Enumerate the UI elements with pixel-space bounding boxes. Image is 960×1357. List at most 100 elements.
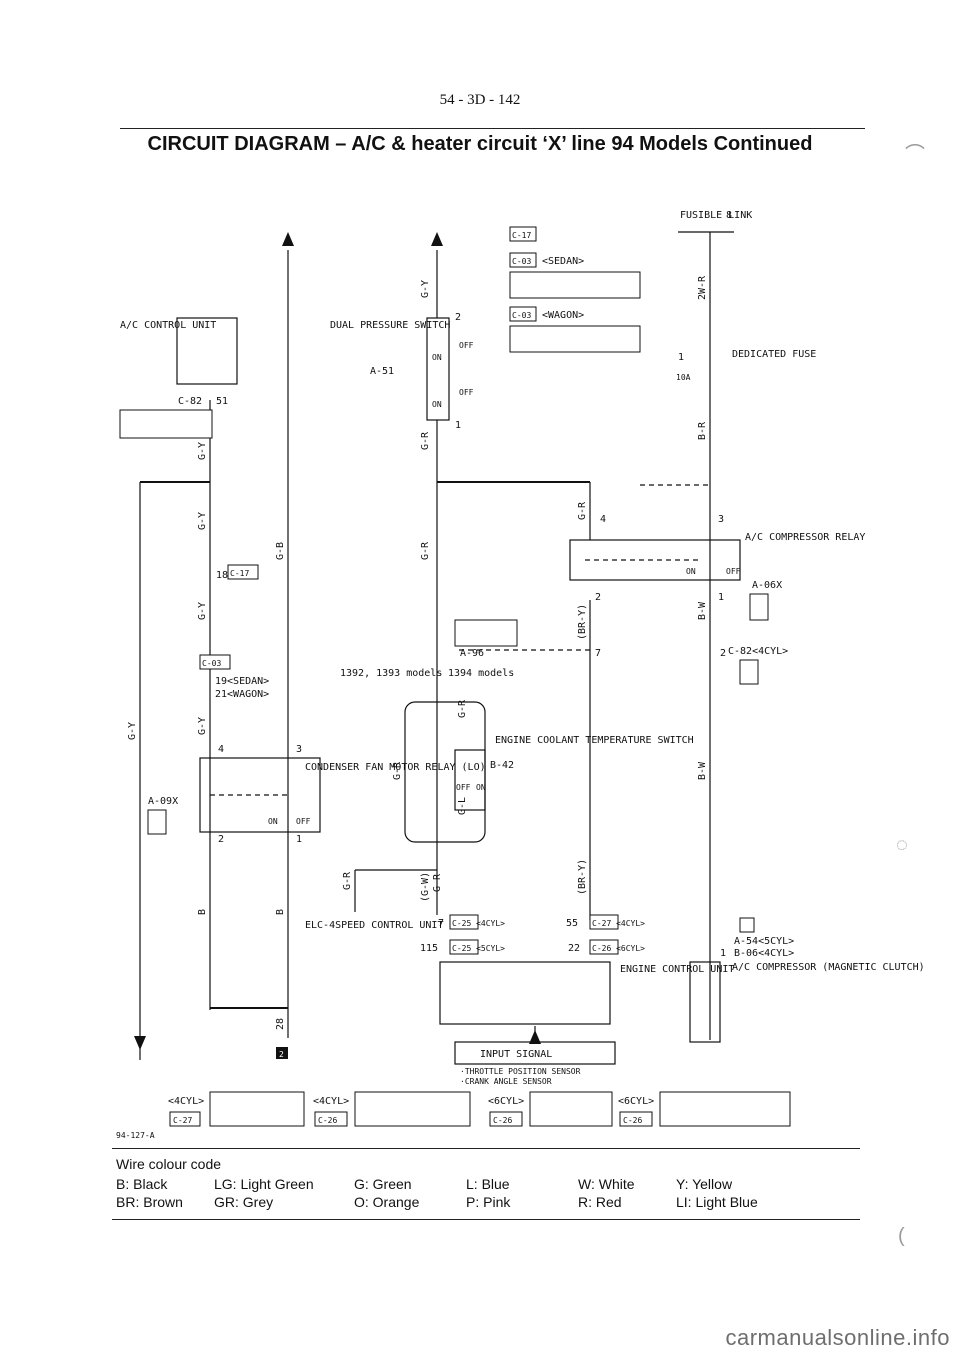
connector-c17-top-label: C-17: [512, 231, 531, 240]
ground-symbol: [276, 1047, 288, 1059]
pin-1-condenser: 1: [296, 834, 302, 845]
bottom-connector-1-variant: <4CYL>: [168, 1096, 204, 1107]
connector-c17-mid-label: C-17: [230, 569, 249, 578]
header-rule: [120, 128, 865, 129]
models-1394-label: 1394 models: [448, 668, 514, 679]
model-split-box: [404, 701, 486, 843]
wire-label-bw-1: B-W: [697, 601, 708, 620]
bottom-connector-3-name: C-26: [493, 1116, 512, 1125]
pin-3-relay: 3: [718, 514, 724, 525]
connector-a54: [739, 917, 755, 933]
dedicated-fuse-label: DEDICATED FUSE: [732, 349, 816, 360]
wire-label-gr-5: G-R: [457, 699, 468, 718]
pin-4-condenser: 4: [218, 744, 224, 755]
connector-c82-4cyl-label: C-82<4CYL>: [728, 646, 788, 657]
wire-label-gy-1: G-Y: [197, 442, 208, 460]
bottom-connector-4-variant: <6CYL>: [618, 1096, 654, 1107]
connector-c82-pins: [119, 409, 213, 439]
compressor-clutch-box: [689, 961, 721, 1043]
ac-compressor-clutch-label: A/C COMPRESSOR (MAGNETIC CLUTCH): [732, 962, 925, 973]
pin-4-relay: 4: [600, 514, 606, 525]
connector-c03-wagon-label: C-03: [512, 311, 531, 320]
wire-label-gy-left: G-Y: [127, 722, 138, 740]
bottom-connector-3-variant: <6CYL>: [488, 1096, 524, 1107]
coolant-off: OFF: [456, 783, 471, 792]
wire-label-b-2: B: [275, 909, 286, 915]
models-1392-label: 1392, 1393 models: [340, 668, 442, 679]
legend-entry: GR: Grey: [214, 1194, 274, 1210]
wire-label-b-1: B: [197, 909, 208, 915]
wire-label-bry-1: (BR-Y): [577, 604, 588, 640]
bottom-connector-3-pins: [529, 1091, 613, 1127]
legend-entry: LG: Light Green: [214, 1176, 314, 1192]
switch-off-2: OFF: [459, 388, 474, 397]
connector-c26-6cyl: [589, 939, 619, 955]
ac-compressor-relay-box: [569, 539, 741, 581]
connector-sedan-pin: 19<SEDAN>: [215, 676, 269, 687]
arrow-left-bus: [134, 1036, 146, 1050]
connector-b06-label: B-06<4CYL>: [734, 948, 794, 959]
condenser-off: OFF: [296, 817, 311, 826]
switch-off-1: OFF: [459, 341, 474, 350]
pin-18: 18: [216, 570, 228, 581]
connector-a06x-label: A-06X: [752, 580, 782, 591]
relay-on: ON: [686, 567, 696, 576]
watermark: carmanualsonline.info: [725, 1325, 950, 1350]
bottom-connector-2-variant: <4CYL>: [313, 1096, 349, 1107]
wire-label-gr-2: G-R: [420, 541, 431, 560]
legend-entry: O: Orange: [354, 1194, 420, 1210]
relay-off: OFF: [726, 567, 741, 576]
elc-control-unit-label: ELC-4SPEED CONTROL UNIT: [305, 920, 443, 931]
legend-rule-bottom: [112, 1219, 860, 1220]
legend-entry: W: White: [578, 1176, 635, 1192]
arrow-center: [431, 232, 443, 246]
pin-22-ecu: 22: [568, 943, 580, 954]
connector-c03-mid: [199, 654, 231, 670]
drawing-code: 94-127-A: [116, 1131, 155, 1140]
wire-label-gy-4: G-Y: [197, 717, 208, 735]
bottom-connector-1-name: C-27: [173, 1116, 192, 1125]
connector-c03-sedan-variant: <SEDAN>: [542, 256, 584, 267]
condenser-fan-relay-box: [199, 757, 321, 833]
bottom-connector-2-label-box: [314, 1111, 348, 1127]
arrow-input-signal: [529, 1030, 541, 1044]
pin-2-condenser: 2: [218, 834, 224, 845]
fusible-link-label: FUSIBLE LINK: [680, 210, 752, 221]
wire-label-gb: G-B: [275, 542, 286, 560]
bottom-connector-2-name: C-26: [318, 1116, 337, 1125]
bottom-connector-1-pins: [209, 1091, 305, 1127]
ac-control-unit-box: [176, 317, 238, 385]
coolant-on: ON: [476, 783, 486, 792]
connector-a96-pins: [454, 619, 518, 647]
connector-a09x: [147, 809, 167, 835]
switch-on-2: ON: [432, 400, 442, 409]
dual-pressure-switch-box: [426, 317, 450, 421]
fuse-rating: 10A: [676, 373, 691, 382]
bottom-connector-4-pins: [659, 1091, 791, 1127]
pin-2-dual: 2: [455, 312, 461, 323]
connector-c03-mid-label: C-03: [202, 659, 221, 668]
legend-rule-top: [112, 1148, 860, 1149]
input-signal-item-crank: ·CRANK ANGLE SENSOR: [460, 1077, 552, 1086]
connector-c27-4cyl-label: C-27 <4CYL>: [592, 919, 645, 928]
engine-control-unit-box: [439, 961, 611, 1025]
switch-on-1: ON: [432, 353, 442, 362]
scan-mark: ⌒: [905, 144, 925, 166]
arrow-gb: [282, 232, 294, 246]
pin-3-condenser: 3: [296, 744, 302, 755]
connector-wagon-pin: 21<WAGON>: [215, 689, 269, 700]
page-number: 54 - 3D - 142: [439, 92, 521, 108]
engine-control-unit-label: ENGINE CONTROL UNIT: [620, 964, 734, 975]
connector-c25-5cyl-label: C-25 <5CYL>: [452, 944, 505, 953]
pin-7-elc: 7: [438, 918, 444, 929]
ac-compressor-relay-label: A/C COMPRESSOR RELAY: [745, 532, 865, 543]
pin-7-a96: 7: [595, 648, 601, 659]
wire-label-bw-2: B-W: [697, 761, 708, 780]
condenser-on: ON: [268, 817, 278, 826]
wire-label-gy-2: G-Y: [197, 512, 208, 530]
connector-c26-6cyl-label: C-26 <6CYL>: [592, 944, 645, 953]
connector-b42-label: B-42: [490, 760, 514, 771]
legend-title: Wire colour code: [116, 1156, 222, 1172]
legend-entry: BR: Brown: [116, 1194, 183, 1210]
